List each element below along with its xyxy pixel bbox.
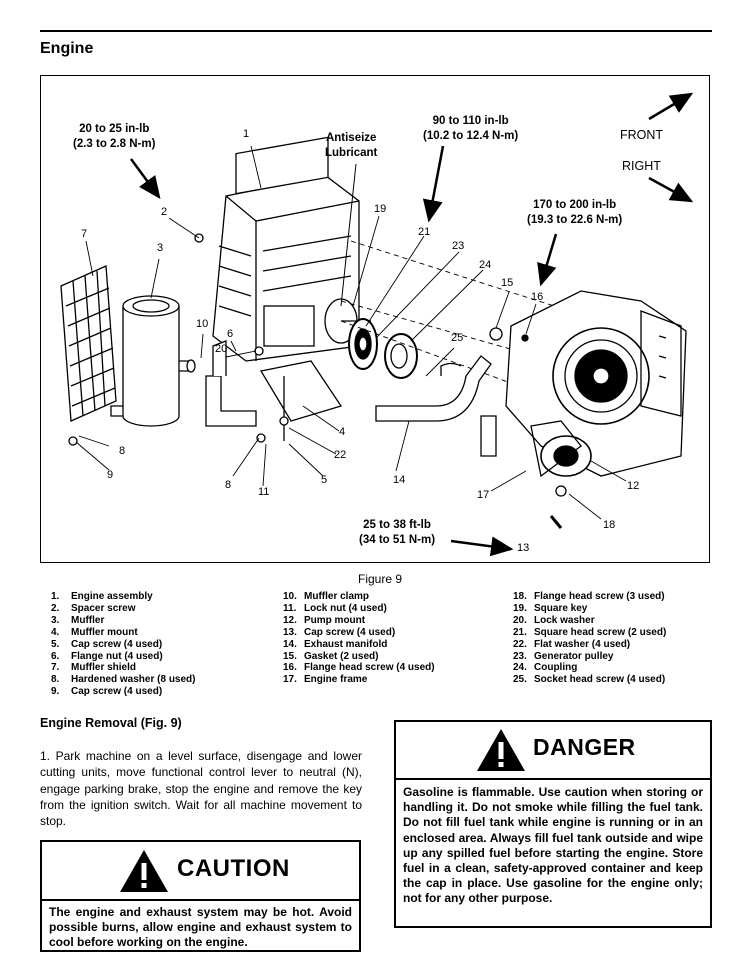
torque-label-1: 20 to 25 in-lb(2.3 to 2.8 N-m)	[73, 123, 156, 150]
warning-triangle-icon	[120, 850, 168, 892]
callout-12: 12	[627, 480, 640, 492]
torque-label-4: 25 to 38 ft-lb(34 to 51 N-m)	[359, 519, 436, 546]
coupling-drawing	[384, 333, 418, 379]
callout-19: 19	[374, 203, 387, 215]
pump-mount-drawing	[530, 420, 592, 478]
legend-item: 21.Square head screw (2 used)	[513, 626, 667, 638]
legend-item: 19.Square key	[513, 602, 588, 614]
torque-arrow-3	[537, 233, 558, 287]
caution-box: CAUTION The engine and exhaust system ma…	[40, 840, 361, 952]
exhaust-manifold-drawing	[375, 355, 497, 457]
callout-16: 16	[531, 291, 544, 303]
danger-header: DANGER	[396, 722, 710, 780]
legend-item: 10.Muffler clamp	[283, 591, 370, 602]
legend-column-3: 18.Flange head screw (3 used) 19.Square …	[513, 591, 666, 686]
caution-header: CAUTION	[42, 842, 359, 901]
legend-item: 8.Hardened washer (8 used)	[51, 674, 196, 686]
right-label: RIGHT	[622, 159, 661, 173]
legend-item: 4.Muffler mount	[51, 626, 138, 638]
legend-item: 13.Cap screw (4 used)	[283, 626, 396, 638]
callout-25: 25	[451, 332, 464, 344]
callout-3: 3	[157, 242, 164, 254]
callout-1: 1	[243, 128, 250, 140]
callout-2: 2	[161, 206, 168, 218]
caution-word: CAUTION	[177, 855, 290, 882]
legend-item: 16.Flange head screw (4 used)	[283, 662, 435, 674]
danger-word: DANGER	[533, 734, 636, 760]
legend-item: 11.Lock nut (4 used)	[283, 602, 387, 614]
torque-label-3: 170 to 200 in-lb(19.3 to 22.6 N-m)	[527, 199, 623, 226]
callout-24: 24	[479, 259, 492, 271]
callout-8-left: 8	[119, 445, 126, 457]
callout-14: 14	[393, 474, 406, 486]
legend-item: 9.Cap screw (4 used)	[51, 686, 163, 698]
legend-item: 24.Coupling	[513, 662, 578, 674]
legend-item: 20.Lock washer	[513, 614, 595, 626]
legend-item: 2.Spacer screw	[51, 602, 136, 614]
legend-item: 3.Muffler	[51, 614, 105, 626]
engine-exploded-figure: 20 to 25 in-lb(2.3 to 2.8 N-m) Antiseize…	[40, 75, 710, 563]
torque-arrow-1	[129, 158, 161, 200]
muffler-mount-drawing	[259, 360, 343, 422]
legend-column-1: 1.Engine assembly 2.Spacer screw 3.Muffl…	[51, 591, 195, 698]
legend-item: 6.Flange nut (4 used)	[51, 650, 163, 662]
pulley-drawing	[348, 318, 378, 370]
callout-20: 20	[215, 343, 228, 355]
legend-item: 25.Socket head screw (4 used)	[513, 674, 666, 686]
legend-item: 1.Engine assembly	[51, 591, 153, 602]
header-rule	[40, 30, 712, 32]
engine-diagram	[60, 92, 694, 557]
callout-4: 4	[339, 426, 346, 438]
callout-11: 11	[258, 486, 270, 498]
callout-15: 15	[501, 277, 514, 289]
callout-21: 21	[418, 226, 431, 238]
callout-17: 17	[477, 489, 490, 501]
callout-23: 23	[452, 240, 465, 252]
removal-heading: Engine Removal (Fig. 9)	[40, 716, 182, 730]
legend-item: 7.Muffler shield	[51, 662, 137, 674]
callout-10: 10	[196, 318, 209, 330]
legend-column-2: 10.Muffler clamp 11.Lock nut (4 used) 12…	[283, 591, 435, 686]
danger-box: DANGER Gasoline is flammable. Use cautio…	[394, 720, 712, 928]
callout-7: 7	[81, 228, 88, 240]
front-arrow	[648, 92, 694, 121]
callout-18: 18	[603, 519, 616, 531]
callout-5: 5	[321, 474, 328, 486]
muffler-shield-drawing	[60, 265, 117, 422]
right-arrow	[648, 176, 694, 203]
legend-item: 23.Generator pulley	[513, 650, 614, 662]
muffler-drawing	[110, 295, 196, 427]
caution-text: The engine and exhaust system may be hot…	[49, 905, 352, 950]
torque-label-2: 90 to 110 in-lb(10.2 to 12.4 N-m)	[423, 115, 519, 142]
muffler-pipe-drawing	[205, 375, 257, 427]
front-label: FRONT	[620, 128, 664, 142]
callout-9: 9	[107, 469, 114, 481]
legend-item: 17.Engine frame	[283, 674, 368, 686]
legend-item: 22.Flat washer (4 used)	[513, 638, 631, 650]
leader-lines	[75, 145, 627, 520]
figure-caption: Figure 9	[358, 572, 403, 586]
callout-22: 22	[334, 449, 347, 461]
legend-item: 18.Flange head screw (3 used)	[513, 591, 665, 602]
legend-item: 12.Pump mount	[283, 614, 366, 626]
torque-arrow-2	[422, 145, 445, 223]
warning-triangle-icon	[477, 729, 525, 771]
legend-item: 14.Exhaust manifold	[283, 638, 388, 650]
legend-item: 5.Cap screw (4 used)	[51, 638, 163, 650]
removal-step-1: 1. Park machine on a level surface, dise…	[40, 749, 362, 829]
engine-frame-drawing	[505, 290, 687, 477]
section-title: Engine	[40, 40, 94, 57]
callout-8-bottom: 8	[225, 479, 232, 491]
danger-text: Gasoline is flammable. Use caution when …	[403, 785, 703, 906]
torque-arrow-4	[450, 536, 514, 557]
legend-item: 15.Gasket (2 used)	[283, 650, 379, 662]
callout-6: 6	[227, 328, 234, 340]
callout-13: 13	[517, 542, 530, 554]
